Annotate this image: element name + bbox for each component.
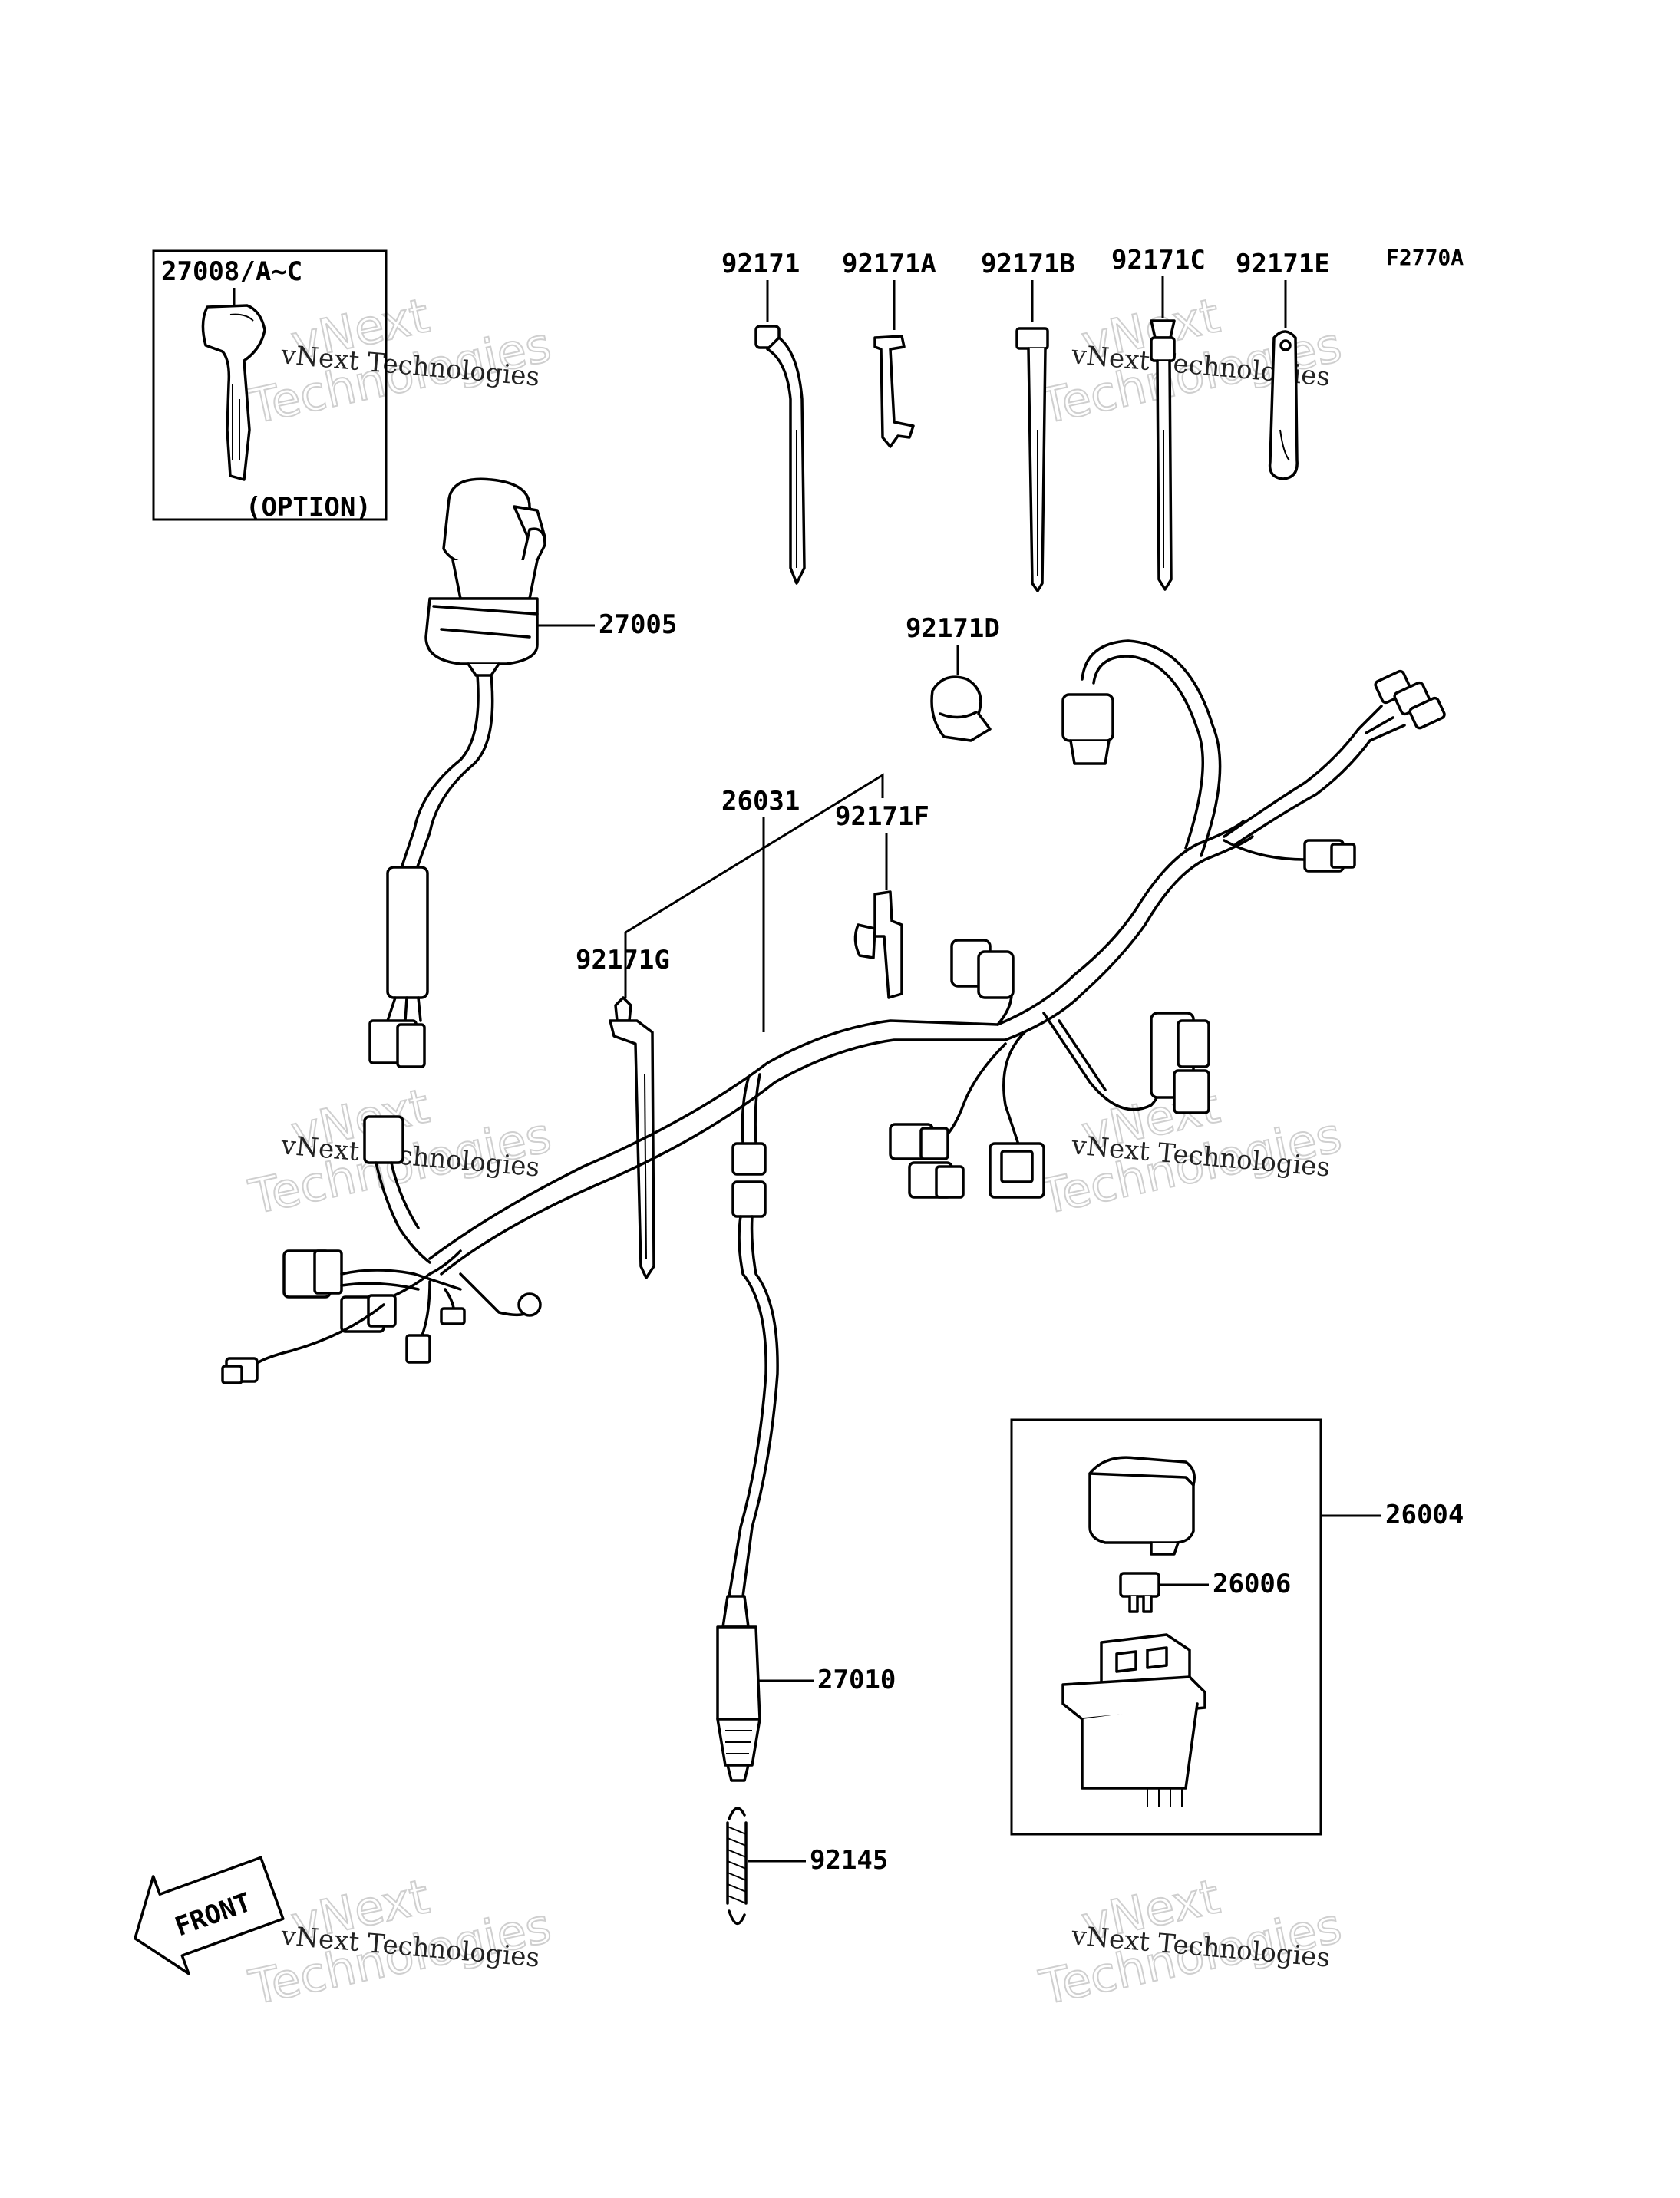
relay-block-icon — [1061, 1633, 1206, 1807]
clamp-92171E-label[interactable]: 92171E — [1236, 249, 1330, 279]
ignition-switch-part-number[interactable]: 27005 — [599, 609, 677, 640]
relay-box-frame — [1010, 1418, 1322, 1836]
fuse-part-number[interactable]: 26006 — [1213, 1569, 1291, 1599]
clamp-92171-icon — [754, 325, 806, 585]
clamp-92171-label[interactable]: 92171 — [721, 249, 800, 279]
key-icon — [201, 304, 266, 481]
clamp-92171G-label[interactable]: 92171G — [576, 945, 670, 975]
ignition-switch-icon — [424, 477, 546, 677]
switch-part-number[interactable]: 27010 — [817, 1665, 896, 1695]
clamp-92171A-icon — [873, 335, 915, 448]
key-option-box — [152, 249, 388, 521]
key-part-number[interactable]: 27008/A~C — [161, 256, 302, 287]
switch-27010-icon — [716, 1215, 779, 1782]
clamp-92171F-icon — [853, 890, 903, 999]
clamp-92171E-icon — [1268, 330, 1299, 480]
spring-part-number[interactable]: 92145 — [810, 1845, 888, 1876]
clamp-92171F-label[interactable]: 92171F — [835, 801, 929, 832]
relay-cover-icon — [1088, 1456, 1196, 1556]
spring-92145-icon — [726, 1807, 748, 1925]
figure-code: F2770A — [1386, 245, 1464, 270]
key-option-note: (OPTION) — [246, 492, 371, 523]
fuse-icon — [1119, 1572, 1160, 1613]
wiring-harness-part-number[interactable]: 26031 — [721, 786, 800, 817]
clamp-92171B-icon — [1015, 327, 1049, 592]
leader-bracket — [625, 773, 884, 934]
clamp-92171A-label[interactable]: 92171A — [842, 249, 936, 279]
front-direction-arrow[interactable]: FRONT — [117, 1840, 290, 1987]
clamp-92171G-icon — [609, 996, 655, 1279]
clamp-92171B-label[interactable]: 92171B — [981, 249, 1075, 279]
clamp-92171C-icon — [1150, 319, 1176, 591]
clamp-92171C-label[interactable]: 92171C — [1111, 245, 1206, 276]
ignition-switch-cable-icon — [368, 674, 494, 1068]
clamp-92171D-label[interactable]: 92171D — [906, 613, 1000, 644]
relay-assy-part-number[interactable]: 26004 — [1385, 1500, 1464, 1530]
wiring-harness-icon — [221, 639, 1446, 1384]
clamp-92171D-icon — [930, 675, 992, 742]
